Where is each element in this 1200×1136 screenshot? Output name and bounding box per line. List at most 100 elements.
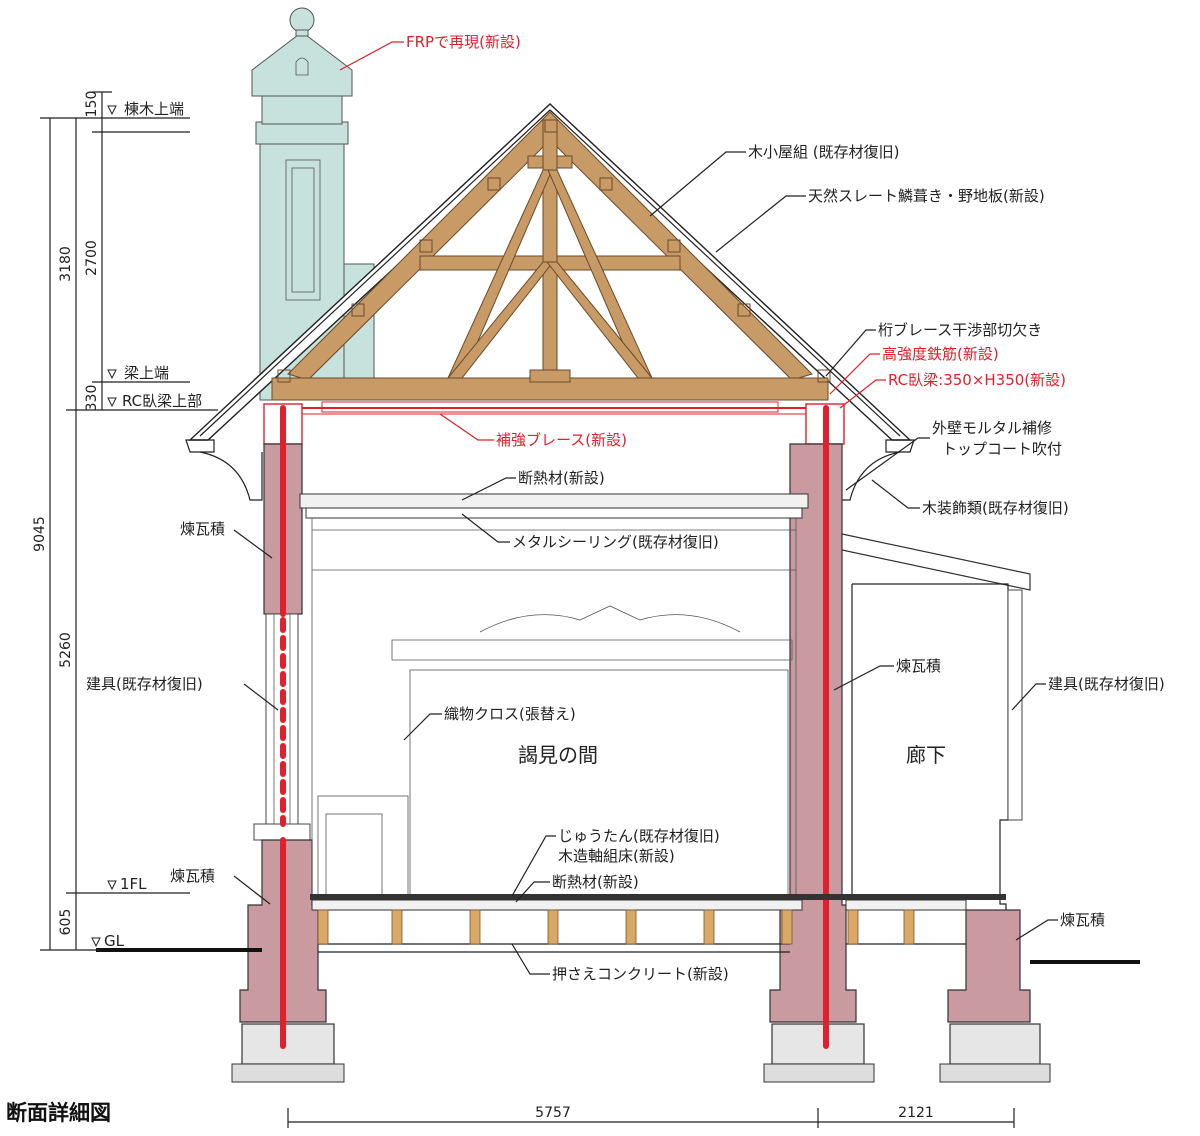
floor-insulation <box>311 899 803 911</box>
corridor-roof <box>841 533 1031 591</box>
floor-joist <box>847 909 859 945</box>
new-structure <box>263 401 845 445</box>
dim-outer-2: 5260 <box>58 632 74 668</box>
ornament-crest <box>479 605 741 633</box>
label-slate: 天然スレート鱗葺き・野地板(新設) <box>808 187 1045 205</box>
truss-king-post <box>542 119 558 383</box>
base-center <box>763 1063 875 1083</box>
corridor-outline <box>852 583 1009 910</box>
label-floor-frame: 木造軸組床(新設) <box>558 847 675 865</box>
floor-joists <box>317 909 915 945</box>
dim-inner-3: 330 <box>84 385 100 412</box>
label-girder-notch: 桁ブレース干渉部切欠き <box>878 321 1042 339</box>
chimney-band <box>255 121 349 145</box>
floor-joist <box>903 909 915 945</box>
chimney-panel <box>285 159 321 301</box>
bracket-right <box>837 451 901 501</box>
metal-ceiling <box>305 507 803 519</box>
chimney-neck <box>261 95 343 125</box>
label-cloth: 織物クロス(張替え) <box>444 705 576 723</box>
truss-hanger <box>529 369 571 383</box>
floor-joist <box>781 909 793 945</box>
dim-width-corridor: 2121 <box>898 1105 934 1121</box>
base-right <box>939 1063 1051 1083</box>
fireplace <box>317 795 409 897</box>
chimney-panel-inner <box>291 167 315 293</box>
dim-total: 9045 <box>32 516 48 552</box>
floor-joist <box>391 909 403 945</box>
level-marker-ridge <box>107 105 117 116</box>
floor-joist <box>547 909 559 945</box>
drawing-title: 断面詳細図 <box>6 1101 111 1125</box>
footings <box>231 1023 1051 1083</box>
level-ground: GL <box>104 932 125 950</box>
label-rebar: 高強度鉄筋(新設) <box>882 345 999 363</box>
label-rc-beam: RC臥梁:350×H350(新設) <box>888 371 1066 389</box>
interior <box>311 518 797 897</box>
dim-inner-2: 2700 <box>84 240 100 276</box>
horizontal-dimensions: 5757 2121 <box>287 1105 1015 1128</box>
chimney-cap <box>251 31 353 97</box>
ceiling-insulation <box>299 493 809 509</box>
window-right <box>1007 589 1023 821</box>
floor <box>310 894 1006 953</box>
label-insul-floor: 断熱材(新設) <box>552 873 639 891</box>
roof-truss <box>271 111 831 401</box>
chimney-window <box>295 57 309 76</box>
floor-joist <box>625 909 637 945</box>
label-brick-right: 煉瓦積 <box>1060 911 1105 929</box>
room-main: 謁見の間 <box>518 743 598 767</box>
label-carpet: じゅうたん(既存材復旧) <box>558 827 720 845</box>
floor-joist <box>703 909 715 945</box>
level-marker-rc <box>107 397 117 408</box>
label-fitting-left: 建具(既存材復旧) <box>86 675 203 693</box>
label-frp: FRPで再現(新設) <box>406 33 521 51</box>
level-marker-beam <box>107 369 117 380</box>
brick-right <box>947 909 1031 1023</box>
leaders <box>233 41 1058 975</box>
bracket-left <box>199 451 263 501</box>
carpet <box>310 894 1006 900</box>
room-corridor: 廊下 <box>906 743 946 767</box>
floor-joist <box>469 909 481 945</box>
level-ridge: 棟木上端 <box>124 100 184 118</box>
footing-right <box>949 1023 1041 1065</box>
chimney <box>251 7 375 401</box>
level-marker-floor <box>107 880 117 891</box>
footing-center <box>771 1023 865 1065</box>
label-brick-upper-left: 煉瓦積 <box>180 520 225 538</box>
brace-plate <box>321 401 779 413</box>
dim-width-main: 5757 <box>535 1105 571 1121</box>
level-marker-ground <box>91 937 101 948</box>
vertical-dimensions: 9045 3180 5260 605 150 2700 330 棟木上端 梁上端… <box>32 91 218 951</box>
footing-left <box>241 1023 335 1065</box>
base-left <box>231 1063 345 1083</box>
label-mortar-2: トップコート吹付 <box>942 440 1062 458</box>
truss-brace-right <box>545 261 654 379</box>
truss-connectors <box>277 119 831 383</box>
rebars <box>280 405 829 1049</box>
level-rc-beam: RC臥梁上部 <box>122 392 202 410</box>
label-insul-ceiling: 断熱材(新設) <box>518 469 605 487</box>
label-ornament: 木装飾類(既存材復旧) <box>922 499 1069 517</box>
dim-inner-1: 150 <box>84 91 100 118</box>
level-beam: 梁上端 <box>124 364 169 382</box>
floor-joist <box>317 909 329 945</box>
chimney-finial-base <box>295 29 309 37</box>
ceiling <box>299 493 809 571</box>
label-brick-center: 煉瓦積 <box>896 657 941 675</box>
label-concrete: 押さえコンクリート(新設) <box>552 965 729 983</box>
label-truss: 木小屋組 (既存材復旧) <box>748 143 899 161</box>
cornice <box>391 639 793 661</box>
gutter-right <box>885 439 915 453</box>
label-brick-lower-left: 煉瓦積 <box>170 867 215 885</box>
labels: FRPで再現(新設) 木小屋組 (既存材復旧) 天然スレート鱗葺き・野地板(新設… <box>86 33 1165 983</box>
roof-line-left <box>199 109 551 437</box>
floor-insulation-corridor <box>845 899 967 911</box>
dim-outer-3: 605 <box>58 909 74 936</box>
label-fitting-right: 建具(既存材復旧) <box>1048 675 1165 693</box>
dim-outer-1: 3180 <box>58 246 74 282</box>
level-floor: 1FL <box>120 875 147 893</box>
